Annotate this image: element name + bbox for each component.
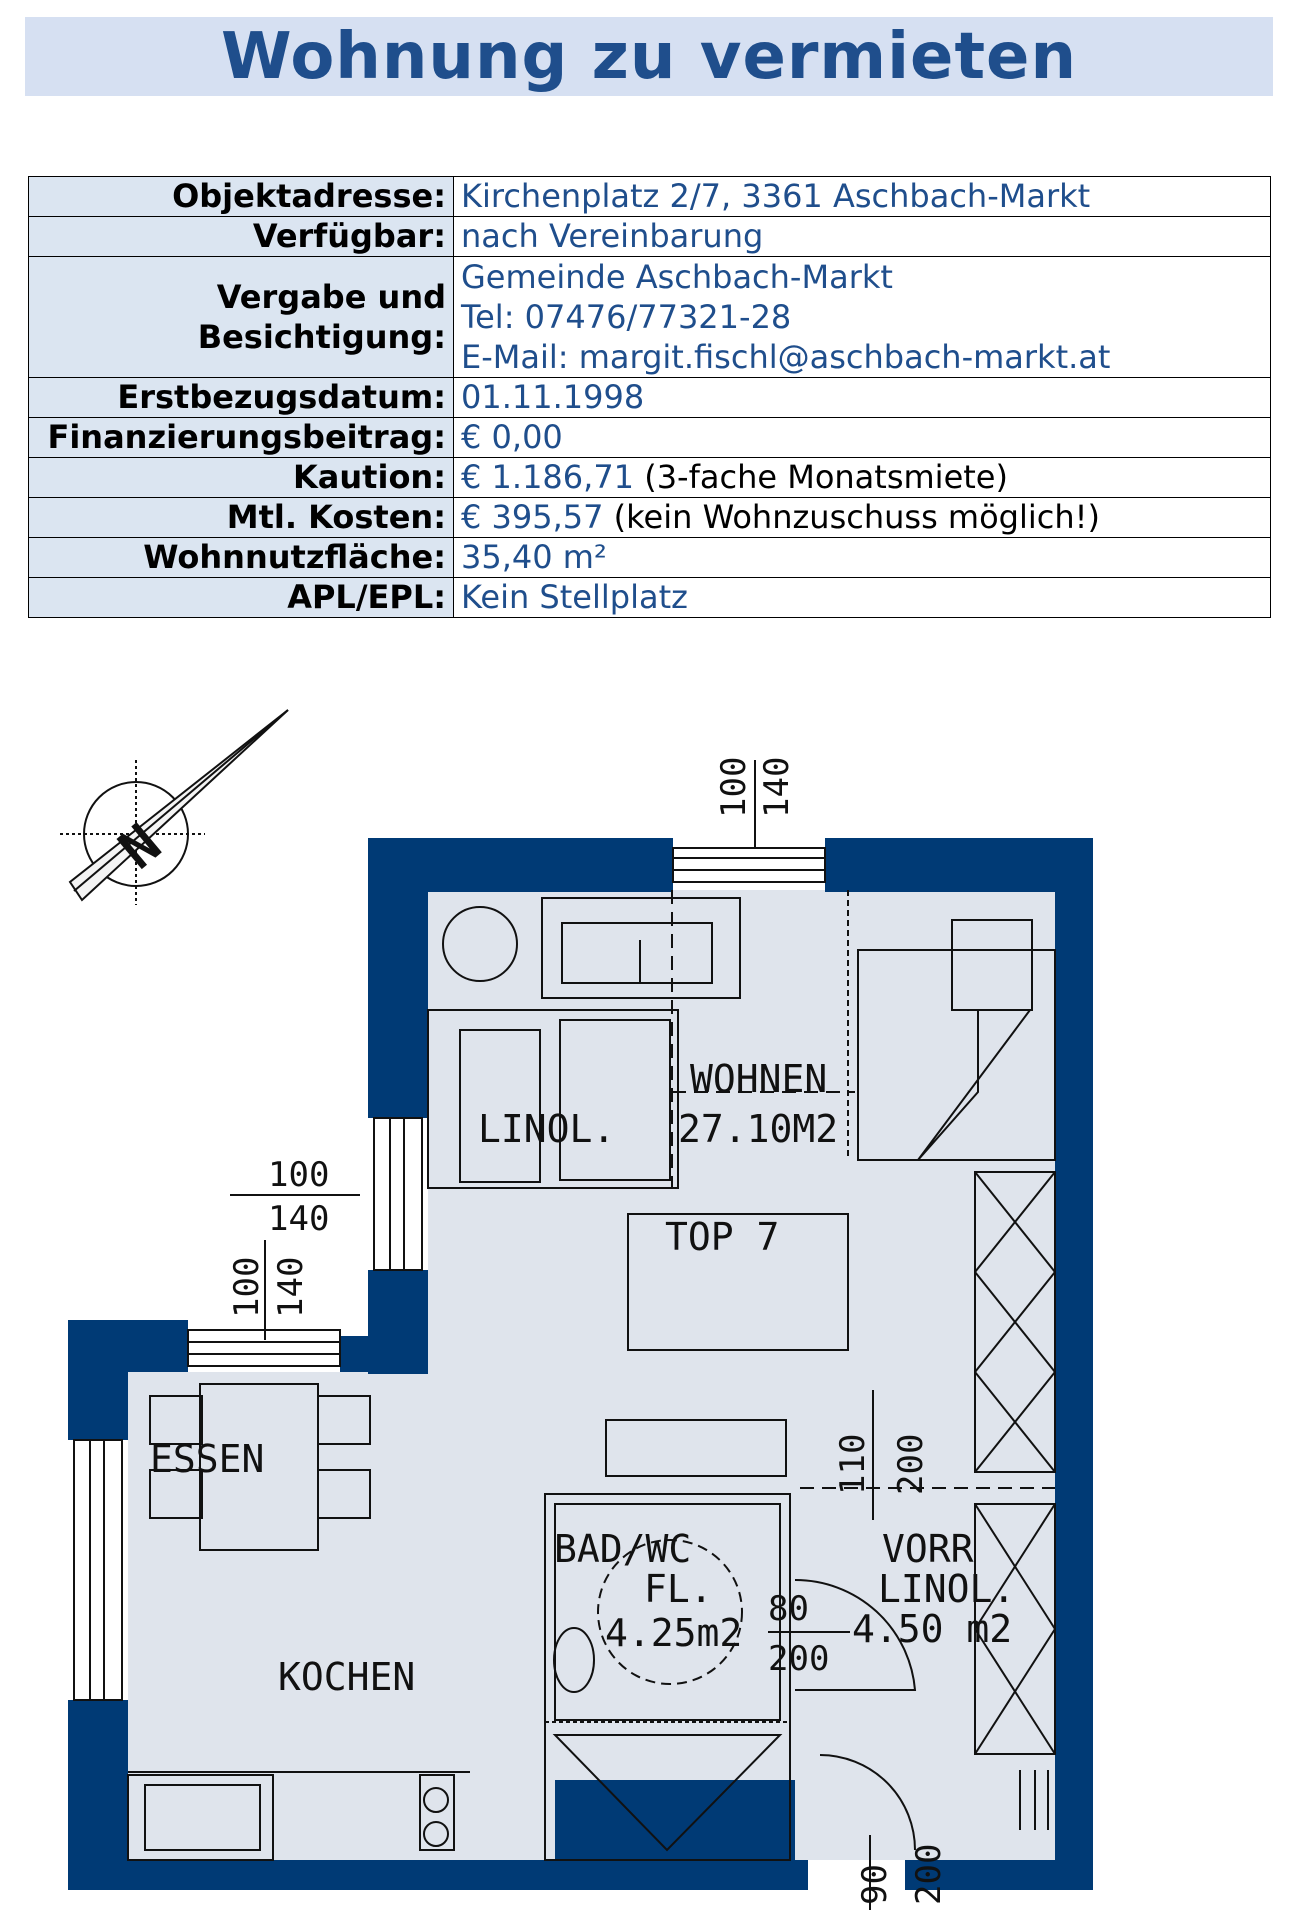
info-row-first-occupancy: Erstbezugsdatum: 01.11.1998 [28,377,1271,418]
title-banner: Wohnung zu vermieten [25,17,1273,96]
info-row-deposit: Kaution: € 1.186,71 (3-fache Monatsmiete… [28,457,1271,498]
info-row-parking: APL/EPL: Kein Stellplatz [28,577,1271,618]
info-label-line: Vergabe und [216,278,446,316]
info-value: 35,40 m² [453,537,1271,578]
dim-label: 200 [768,1639,829,1679]
info-value: Kirchenplatz 2/7, 3361 Aschbach-Markt [453,176,1271,217]
room-name-kochen: KOCHEN [278,1655,415,1699]
dim-label: 200 [909,1844,949,1905]
room-labels: WOHNEN LINOL. 27.10M2 TOP 7 ESSEN KOCHEN… [150,1057,1015,1699]
room-name-vorr: VORR [882,1527,974,1571]
room-floor-wohnen: LINOL. [478,1107,615,1151]
dimension-labels: 100 140 100 140 100 140 110 200 80 200 9… [227,757,949,1905]
dim-label: 140 [271,1257,311,1318]
room-area-bad: 4.25m2 [605,1611,742,1655]
compass-icon: N [60,709,289,905]
dim-label: 100 [714,757,754,818]
info-label: Objektadresse: [28,176,454,217]
info-label: Wohnnutzfläche: [28,537,454,578]
info-label-line: Besichtigung: [197,318,446,356]
info-row-contact: Vergabe und Besichtigung: Gemeinde Aschb… [28,256,1271,378]
dim-label: 200 [891,1434,931,1495]
dim-label: 90 [855,1864,895,1905]
room-floor-bad: FL. [644,1567,713,1611]
dim-label: 140 [757,757,797,818]
windows [73,847,826,1701]
contact-email: E-Mail: margit.fischl@aschbach-markt.at [461,338,1111,376]
dim-label: 140 [268,1199,329,1239]
dim-label: 100 [268,1155,329,1195]
info-label: Vergabe und Besichtigung: [28,256,454,378]
room-floor-vorr: LINOL. [878,1567,1015,1611]
dim-label: 100 [227,1257,267,1318]
room-name-bad: BAD/WC [554,1527,691,1571]
info-label: Finanzierungsbeitrag: [28,417,454,458]
info-value: € 395,57 (kein Wohnzuschuss möglich!) [453,497,1271,538]
info-row-area: Wohnnutzfläche: 35,40 m² [28,537,1271,578]
info-value: nach Vereinbarung [453,216,1271,257]
deposit-note: (3-fache Monatsmiete) [644,458,1008,496]
page-title: Wohnung zu vermieten [221,19,1077,94]
contact-name: Gemeinde Aschbach-Markt [461,258,893,296]
info-label: Verfügbar: [28,216,454,257]
dim-label: 110 [833,1434,873,1495]
dimension-lines [230,760,874,1910]
deposit-amount: € 1.186,71 [461,458,635,496]
monthly-cost-amount: € 395,57 [461,498,604,536]
info-label: Kaution: [28,457,454,498]
info-value: 01.11.1998 [453,377,1271,418]
dim-label: 80 [768,1589,809,1629]
info-label: Erstbezugsdatum: [28,377,454,418]
info-value: Kein Stellplatz [453,577,1271,618]
monthly-cost-note: (kein Wohnzuschuss möglich!) [613,498,1100,536]
info-value: € 0,00 [453,417,1271,458]
info-label: Mtl. Kosten: [28,497,454,538]
room-area-vorr: 4.50 m2 [852,1607,1012,1651]
info-label: APL/EPL: [28,577,454,618]
property-info-table: Objektadresse: Kirchenplatz 2/7, 3361 As… [28,176,1271,618]
info-row-financing: Finanzierungsbeitrag: € 0,00 [28,417,1271,458]
info-row-address: Objektadresse: Kirchenplatz 2/7, 3361 As… [28,176,1271,217]
info-value: € 1.186,71 (3-fache Monatsmiete) [453,457,1271,498]
floor-area [128,890,1055,1860]
floor-plan: N [0,690,1295,1914]
room-name-essen: ESSEN [150,1437,264,1481]
info-value: Gemeinde Aschbach-Markt Tel: 07476/77321… [453,256,1271,378]
info-row-monthly-cost: Mtl. Kosten: € 395,57 (kein Wohnzuschuss… [28,497,1271,538]
room-name-wohnen: WOHNEN [690,1057,827,1101]
walls [68,838,1093,1890]
contact-phone: Tel: 07476/77321-28 [461,298,792,336]
info-row-available: Verfügbar: nach Vereinbarung [28,216,1271,257]
furniture [127,890,1056,1861]
unit-label: TOP 7 [665,1215,779,1259]
room-area-wohnen: 27.10M2 [678,1107,838,1151]
